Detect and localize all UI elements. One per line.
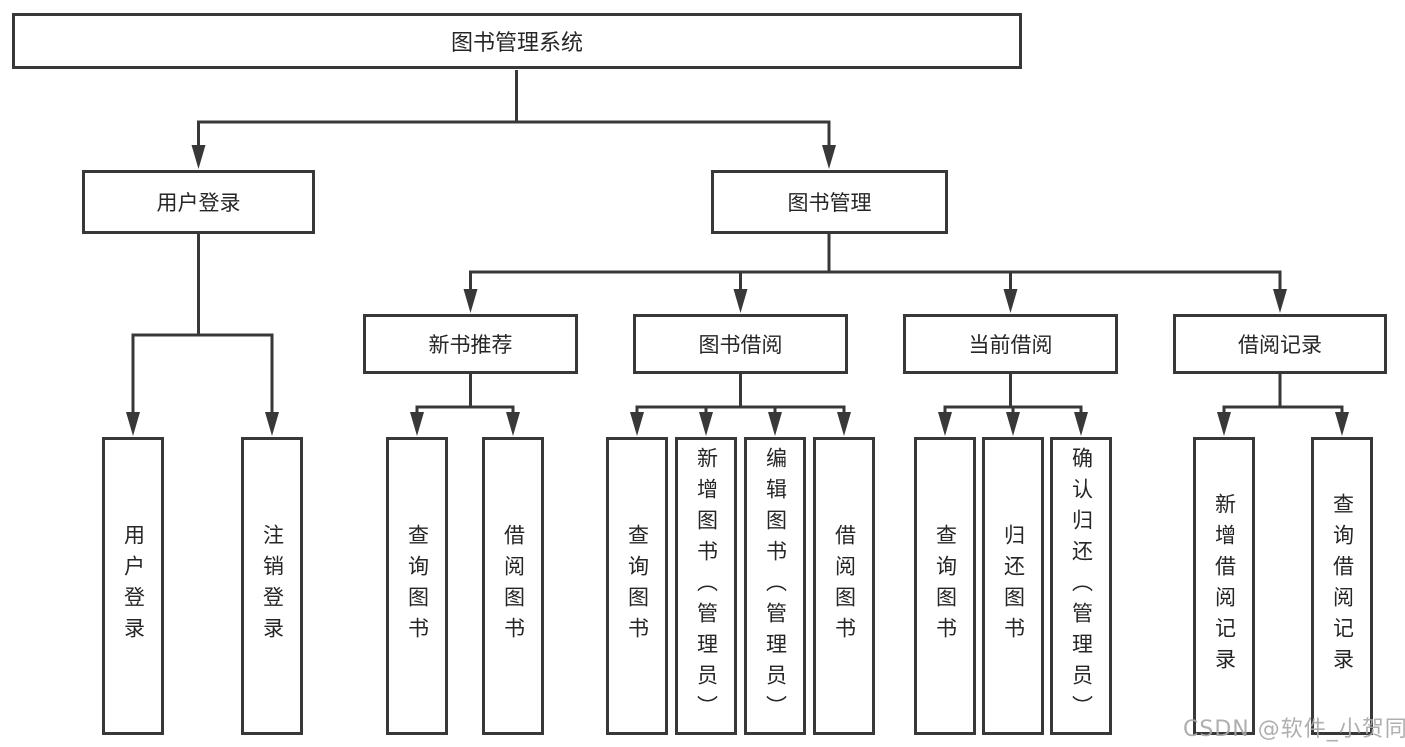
connector-current-borrow-to-leaves xyxy=(938,374,1088,436)
node-new-book-recommend: 新书推荐 xyxy=(363,314,578,374)
leaf-label: 查询图书 xyxy=(625,524,650,648)
leaf-label: 确认归还（管理员） xyxy=(1069,446,1094,726)
connector-line xyxy=(635,405,846,413)
connector-line xyxy=(131,333,274,413)
arrowhead-icon xyxy=(506,412,520,436)
leaf-label: 借阅图书 xyxy=(832,524,857,648)
node-current-borrow: 当前借阅 xyxy=(903,314,1118,374)
node-book-management: 图书管理 xyxy=(711,170,948,234)
leaf-label: 用户登录 xyxy=(121,524,146,648)
node-book-borrow: 图书借阅 xyxy=(633,314,848,374)
arrowhead-icon xyxy=(265,412,279,436)
arrowhead-icon xyxy=(733,289,748,313)
connector-book-borrow-to-leaves xyxy=(630,374,851,436)
leaf-label: 新增借阅记录 xyxy=(1212,493,1237,679)
arrowhead-icon xyxy=(126,412,140,436)
arrowhead-icon xyxy=(1074,412,1088,436)
arrowhead-icon xyxy=(1006,412,1020,436)
leaf-label: 注销登录 xyxy=(260,524,285,648)
arrowhead-icon xyxy=(630,412,644,436)
arrowhead-icon xyxy=(768,412,782,436)
arrowhead-icon xyxy=(1003,289,1018,313)
leaf-label: 查询图书 xyxy=(405,524,430,648)
arrowhead-icon xyxy=(410,412,424,436)
leaf-confirm-return-admin: 确认归还（管理员） xyxy=(1050,437,1112,735)
leaf-label: 归还图书 xyxy=(1001,524,1026,648)
connector-borrow-records-to-leaves xyxy=(1217,374,1349,436)
leaf-label: 新增图书（管理员） xyxy=(694,446,719,726)
connector-line xyxy=(197,120,831,146)
connector-line xyxy=(415,405,515,413)
leaf-add-books-admin: 新增图书（管理员） xyxy=(675,437,737,735)
arrowhead-icon xyxy=(1335,412,1349,436)
leaf-borrow-books: 借阅图书 xyxy=(813,437,875,735)
arrowhead-icon xyxy=(938,412,952,436)
connector-book-management-to-level3 xyxy=(463,234,1287,313)
csdn-watermark: CSDN @软件_小贺同学 xyxy=(1183,717,1405,742)
arrowhead-icon xyxy=(1273,289,1287,313)
leaf-label: 查询图书 xyxy=(933,524,958,648)
leaf-query-books-recommend: 查询图书 xyxy=(386,437,448,735)
node-user-login: 用户登录 xyxy=(82,170,315,234)
leaf-user-login: 用户登录 xyxy=(102,437,164,735)
leaf-query-borrow-record: 查询借阅记录 xyxy=(1311,437,1373,735)
arrowhead-icon xyxy=(822,145,836,169)
leaf-return-books: 归还图书 xyxy=(982,437,1044,735)
arrowhead-icon xyxy=(837,412,851,436)
arrowhead-icon xyxy=(1217,412,1231,436)
leaf-add-borrow-record: 新增借阅记录 xyxy=(1193,437,1255,735)
node-root-system: 图书管理系统 xyxy=(12,13,1022,69)
connector-line xyxy=(469,270,1282,290)
connector-new-book-to-leaves xyxy=(410,374,520,436)
leaf-edit-books-admin: 编辑图书（管理员） xyxy=(744,437,806,735)
arrowhead-icon xyxy=(191,145,206,169)
arrowhead-icon xyxy=(463,289,478,313)
leaf-label: 查询借阅记录 xyxy=(1330,493,1355,679)
leaf-logout: 注销登录 xyxy=(241,437,303,735)
leaf-query-books-borrow: 查询图书 xyxy=(606,437,668,735)
leaf-borrow-books-recommend: 借阅图书 xyxy=(482,437,544,735)
connector-root-to-level2 xyxy=(191,70,836,169)
connector-line xyxy=(1222,405,1344,413)
node-borrow-records: 借阅记录 xyxy=(1173,314,1387,374)
leaf-label: 编辑图书（管理员） xyxy=(763,446,788,726)
connector-user-login-to-leaves xyxy=(126,234,279,436)
arrowhead-icon xyxy=(699,412,713,436)
leaf-label: 借阅图书 xyxy=(501,524,526,648)
leaf-query-books-current: 查询图书 xyxy=(914,437,976,735)
